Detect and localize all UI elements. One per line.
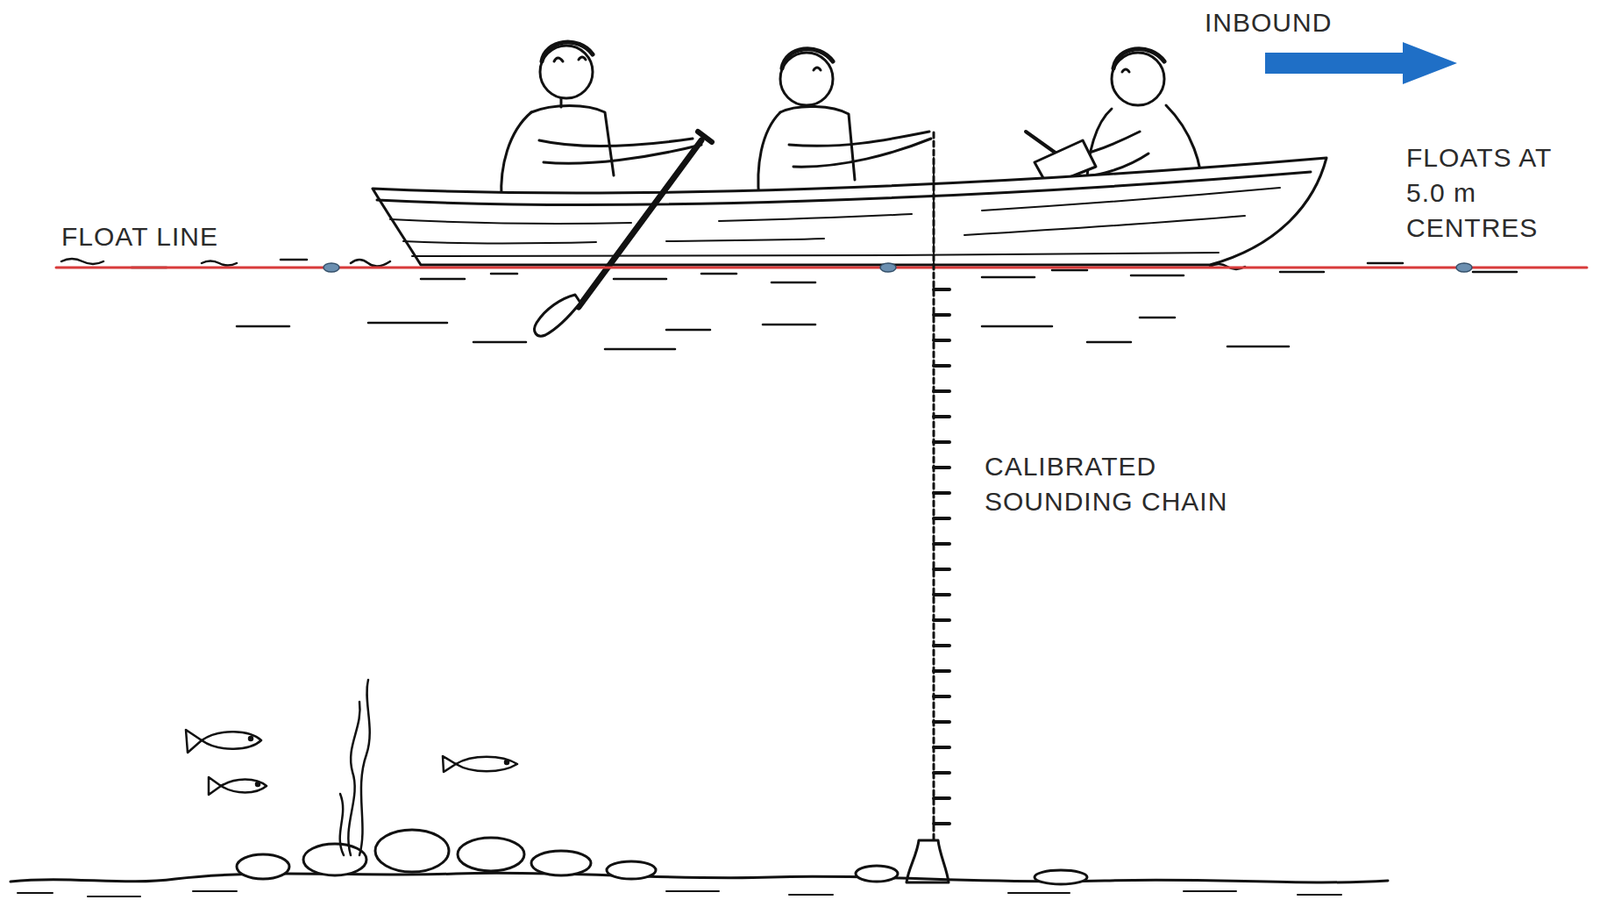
float-line-label: FLOAT LINE [61,219,219,255]
direction-label: INBOUND [1204,5,1332,41]
label-anchor: INBOUND [1204,5,1332,41]
float-line [56,266,1587,270]
boat-hull [372,157,1327,265]
fish [185,729,518,795]
label-anchor: CALIBRATED SOUNDING CHAIN [984,448,1248,520]
sounding-chain [906,132,950,882]
inbound-arrow [1265,42,1458,85]
seaweed [340,679,370,855]
seabed [10,829,1388,896]
float-markers [323,263,1472,272]
label-anchor: FLOATS AT 5.0 m CENTRES [1406,140,1578,246]
recorder-figure [1025,49,1202,189]
float-spacing-note: FLOATS AT 5.0 m CENTRES [1406,140,1578,246]
chain-holder-figure [758,49,932,200]
water-surface [61,258,1517,349]
oar [534,131,712,336]
rower-figure [501,42,702,199]
chain-label: CALIBRATED SOUNDING CHAIN [984,448,1248,520]
label-anchor: FLOAT LINE [61,219,219,255]
